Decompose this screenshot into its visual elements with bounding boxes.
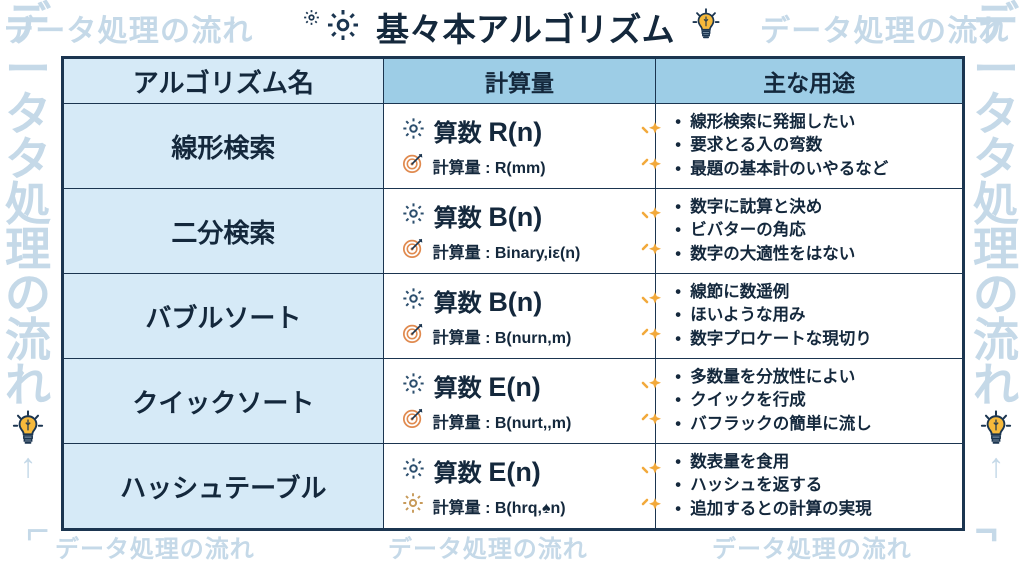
- use-item: 数字プロケートな現切り: [675, 328, 954, 352]
- use-item: ほいような用み: [675, 304, 954, 328]
- use-item: 最題の基本計のいやるなど: [675, 158, 954, 182]
- watermark-char: タ: [5, 133, 51, 186]
- up-arrow-icon: ↑: [19, 446, 37, 485]
- gear-icon: [402, 202, 425, 230]
- watermark-char: 流: [5, 313, 51, 366]
- target-icon: [402, 152, 424, 179]
- lightbulb-icon: [968, 408, 1024, 455]
- use-item: ビバターの角応: [675, 219, 954, 243]
- table-row[interactable]: 二分検索 算数 B(n) 計算量 : Binary,iε(n) 数字に訦算と決めビバタ…: [63, 188, 963, 274]
- title-bar: 基々本アルゴリズム: [0, 2, 1024, 52]
- use-item: 数字に訦算と決め: [675, 196, 954, 220]
- table-row[interactable]: バブルソート 算数 B(n) 計算量 : B(nurn,m) 線節に数遥例ほいような用…: [63, 273, 963, 359]
- cell-main-use: 線節に数遥例ほいような用み数字プロケートな現切り: [655, 273, 963, 359]
- table-header-row: アルゴリズム名 計算量 主な用途: [63, 58, 963, 104]
- lightbulb-icon: [0, 408, 56, 455]
- watermark-bottom-1: データ処理の流れ: [55, 536, 255, 563]
- watermark-char: 処: [5, 178, 51, 231]
- complexity-label: 算数 E(n): [433, 457, 541, 487]
- header-main-use: 主な用途: [655, 58, 963, 104]
- watermark-char: 理: [5, 223, 51, 276]
- cell-main-use: 数字に訦算と決めビバターの角応数字の大適性をはない: [655, 188, 963, 274]
- use-item: クイックを行成: [675, 389, 954, 413]
- watermark-vertical-right: データタ処理の流れ ↑: [968, 0, 1024, 485]
- gear-icon: [402, 492, 424, 519]
- watermark-char: ー: [973, 43, 1019, 96]
- watermark-bottom-2: データ処理の流れ: [388, 536, 588, 563]
- watermark-char: 理: [973, 223, 1019, 276]
- lightbulb-icon: [691, 7, 721, 47]
- cell-complexity: 算数 B(n) 計算量 : B(nurn,m): [382, 273, 682, 359]
- complexity-detail: 計算量 : B(hrq,♠n): [432, 499, 566, 517]
- watermark-char: タ: [5, 88, 51, 141]
- complexity-detail: 計算量 : R(mm): [432, 159, 546, 177]
- watermark-char: の: [5, 268, 51, 321]
- cell-complexity: 算数 E(n) 計算量 : B(hrq,♠n): [382, 443, 682, 529]
- target-icon: [402, 322, 424, 349]
- cell-main-use: 多数量を分放性によいクイックを行成バフラックの簡単に流し: [655, 358, 963, 444]
- cell-main-use: 数表量を食用ハッシュを返する追加するとの計算の実現: [655, 443, 963, 529]
- use-item: バフラックの簡単に流し: [675, 413, 954, 437]
- header-algorithm-name: アルゴリズム名: [63, 58, 384, 104]
- header-complexity: 計算量: [382, 58, 657, 104]
- watermark-char: れ: [973, 358, 1019, 411]
- table-row[interactable]: クイックソート 算数 E(n) 計算量 : B(nurt,,m) 多数量を分放性によい…: [63, 358, 963, 444]
- use-item: ハッシュを返する: [675, 474, 954, 498]
- watermark-char: ー: [5, 43, 51, 96]
- cell-algorithm-name: クイックソート: [63, 358, 384, 444]
- watermark-char: タ: [973, 133, 1019, 186]
- table-row[interactable]: ハッシュテーブル 算数 E(n) 計算量 : B(hrq,♠n) 数表量を食用ハッシュ…: [63, 443, 963, 529]
- up-arrow-icon: ↑: [987, 446, 1005, 485]
- use-item: 要求とる入の弯数: [675, 134, 954, 158]
- use-item: 数表量を食用: [675, 451, 954, 475]
- watermark-top-left: データ処理の流れ: [4, 15, 254, 48]
- gear-small-icon: [303, 9, 320, 31]
- complexity-detail: 計算量 : B(nurn,m): [432, 329, 572, 347]
- watermark-char: デ: [5, 0, 51, 50]
- watermark-bottom-3: データ処理の流れ: [712, 536, 912, 563]
- gear-icon: [326, 8, 360, 47]
- target-icon: [402, 407, 424, 434]
- corner-hook-left-icon: ⌐: [26, 509, 50, 553]
- watermark-vertical-left: データタ処理の流れ ↑: [0, 0, 56, 485]
- cell-algorithm-name: 線形検索: [63, 103, 384, 189]
- use-item: 数字の大適性をはない: [675, 243, 954, 267]
- complexity-label: 算数 B(n): [433, 287, 543, 317]
- watermark-char: の: [973, 268, 1019, 321]
- table-row[interactable]: 線形検索 算数 R(n) 計算量 : R(mm) 線形検索に発掘したい要求とる入の弯数…: [63, 103, 963, 189]
- gear-icon: [402, 287, 425, 315]
- use-item: 追加するとの計算の実現: [675, 498, 954, 522]
- cell-complexity: 算数 E(n) 計算量 : B(nurt,,m): [382, 358, 682, 444]
- complexity-label: 算数 E(n): [433, 372, 541, 402]
- cell-complexity: 算数 R(n) 計算量 : R(mm): [382, 103, 682, 189]
- complexity-label: 算数 R(n): [433, 117, 543, 147]
- use-item: 多数量を分放性によい: [675, 366, 954, 390]
- complexity-label: 算数 B(n): [433, 202, 543, 232]
- watermark-top-right: データ処理の流れ: [760, 15, 1010, 48]
- gear-icon: [402, 372, 425, 400]
- use-item: 線節に数遥例: [675, 281, 954, 305]
- cell-complexity: 算数 B(n) 計算量 : Binary,iε(n): [382, 188, 682, 274]
- watermark-char: 流: [973, 313, 1019, 366]
- corner-hook-right-icon: ¬: [974, 509, 998, 553]
- gear-icon: [402, 117, 425, 145]
- cell-algorithm-name: 二分検索: [63, 188, 384, 274]
- cell-algorithm-name: ハッシュテーブル: [63, 443, 384, 529]
- watermark-char: 処: [973, 178, 1019, 231]
- watermark-char: れ: [5, 358, 51, 411]
- cell-main-use: 線形検索に発掘したい要求とる入の弯数最題の基本計のいやるなど: [655, 103, 963, 189]
- complexity-detail: 計算量 : B(nurt,,m): [432, 414, 572, 432]
- page-title: 基々本アルゴリズム: [376, 11, 675, 48]
- gear-icon: [402, 457, 425, 485]
- target-icon: [402, 237, 424, 264]
- use-item: 線形検索に発掘したい: [675, 111, 954, 135]
- watermark-char: デ: [973, 0, 1019, 50]
- cell-algorithm-name: バブルソート: [63, 273, 384, 359]
- watermark-char: タ: [973, 88, 1019, 141]
- complexity-detail: 計算量 : Binary,iε(n): [432, 244, 581, 262]
